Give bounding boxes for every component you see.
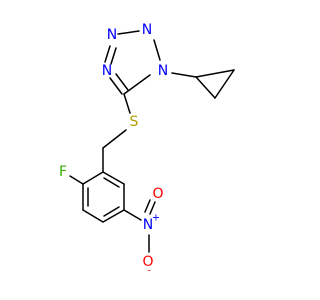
bond-n3-n4	[153, 39, 161, 61]
charge-o-bottom: -	[147, 266, 151, 277]
bond-c6-c1-inner	[103, 177, 120, 188]
bond-c5-s	[123, 93, 131, 114]
atom-o-bottom: O	[142, 254, 153, 270]
atom-n3: N	[142, 22, 152, 38]
bond-n2-n3	[117, 30, 140, 35]
bond-c4-c5	[102, 209, 125, 223]
bond-c3-c4	[82, 209, 104, 223]
bond-cyclopropyl-b	[214, 69, 235, 99]
bond-nnitro-otop	[144, 199, 151, 213]
bond-s-ch2	[102, 129, 127, 149]
bond-c6-c1	[102, 171, 125, 185]
molecule-structure-diagram: N N N N S F N + O O -	[59, 22, 235, 277]
bond-n2-n1-double	[110, 47, 117, 65]
bond-nnitro-otop-double	[149, 201, 156, 215]
bond-c2-f	[69, 175, 84, 185]
bond-n1-c5-double	[115, 73, 129, 91]
bond-n1-c5	[109, 77, 123, 95]
bond-c1-c2	[82, 171, 104, 185]
bond-c4-c5-inner	[103, 206, 120, 217]
bond-c5-n4	[123, 74, 151, 95]
bond-cyclopropyl-a	[195, 76, 216, 99]
atom-o-top: O	[152, 186, 163, 202]
bond-n2-n1	[104, 45, 111, 63]
bond-cyclopropyl-c	[195, 69, 235, 78]
bond-c5-nnitro	[123, 209, 142, 221]
atom-n4: N	[158, 63, 168, 79]
charge-n-nitro: +	[152, 213, 160, 224]
atom-f: F	[59, 164, 67, 180]
atom-n2: N	[107, 27, 117, 43]
atom-n1: N	[102, 63, 112, 79]
atom-n-nitro: N	[143, 217, 153, 233]
bond-n4-cyclopropyl	[171, 72, 197, 78]
atom-s: S	[130, 114, 139, 130]
